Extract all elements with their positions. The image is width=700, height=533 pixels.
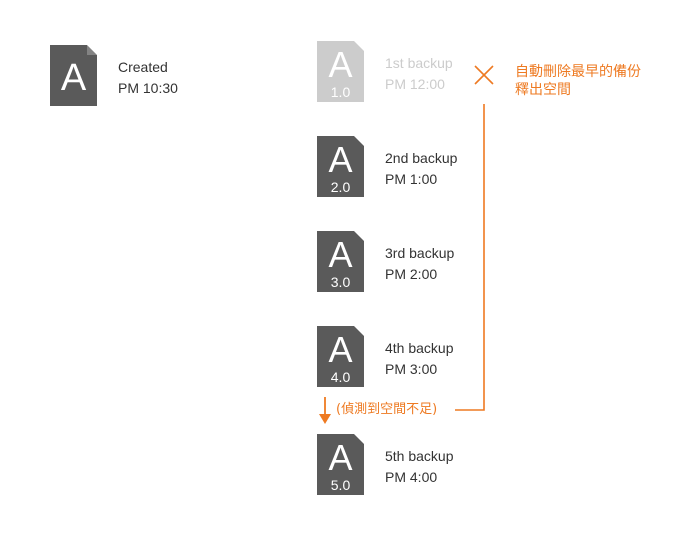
backup-3-label: 3rd backup PM 2:00 (385, 243, 454, 285)
backup-name: 1st backup (385, 55, 453, 71)
file-version: 4.0 (331, 369, 351, 385)
delete-cross-icon (474, 65, 494, 85)
backup-time: PM 3:00 (385, 361, 438, 377)
backup-time: PM 2:00 (385, 266, 438, 282)
auto-delete-note: 自動刪除最早的備份 釋出空間 (515, 63, 641, 99)
backup-5-label: 5th backup PM 4:00 (385, 446, 454, 488)
file-letter: A (328, 44, 352, 85)
backup-4-icon: A 4.0 (317, 326, 364, 387)
backup-time: PM 4:00 (385, 469, 438, 485)
auto-delete-line2: 釋出空間 (515, 82, 571, 98)
file-version: 5.0 (331, 477, 351, 493)
backup-time: PM 1:00 (385, 171, 438, 187)
file-letter: A (61, 57, 87, 99)
backup-1-icon: A 1.0 (317, 41, 364, 102)
backup-name: 5th backup (385, 448, 454, 464)
backup-name: 2nd backup (385, 150, 458, 166)
original-file-icon: A (50, 45, 97, 106)
file-version: 1.0 (331, 84, 351, 100)
file-letter: A (328, 437, 352, 478)
insufficient-space-note: (偵測到空間不足) (336, 402, 438, 417)
file-version: 2.0 (331, 179, 351, 195)
file-version: 3.0 (331, 274, 351, 290)
original-file-label: Created PM 10:30 (118, 57, 178, 99)
backup-name: 4th backup (385, 340, 454, 356)
file-letter: A (328, 139, 352, 180)
file-letter: A (328, 329, 352, 370)
original-created-text: Created (118, 59, 168, 75)
auto-delete-line1: 自動刪除最早的備份 (515, 64, 641, 80)
backup-5-icon: A 5.0 (317, 434, 364, 495)
backup-2-icon: A 2.0 (317, 136, 364, 197)
backup-4-label: 4th backup PM 3:00 (385, 338, 454, 380)
backup-time: PM 12:00 (385, 76, 445, 92)
file-letter: A (328, 234, 352, 275)
original-time-text: PM 10:30 (118, 80, 178, 96)
backup-3-icon: A 3.0 (317, 231, 364, 292)
backup-1-label: 1st backup PM 12:00 (385, 53, 453, 95)
backup-2-label: 2nd backup PM 1:00 (385, 148, 457, 190)
down-arrow-icon (319, 414, 331, 424)
backup-name: 3rd backup (385, 245, 455, 261)
delete-flow-line (455, 104, 485, 411)
